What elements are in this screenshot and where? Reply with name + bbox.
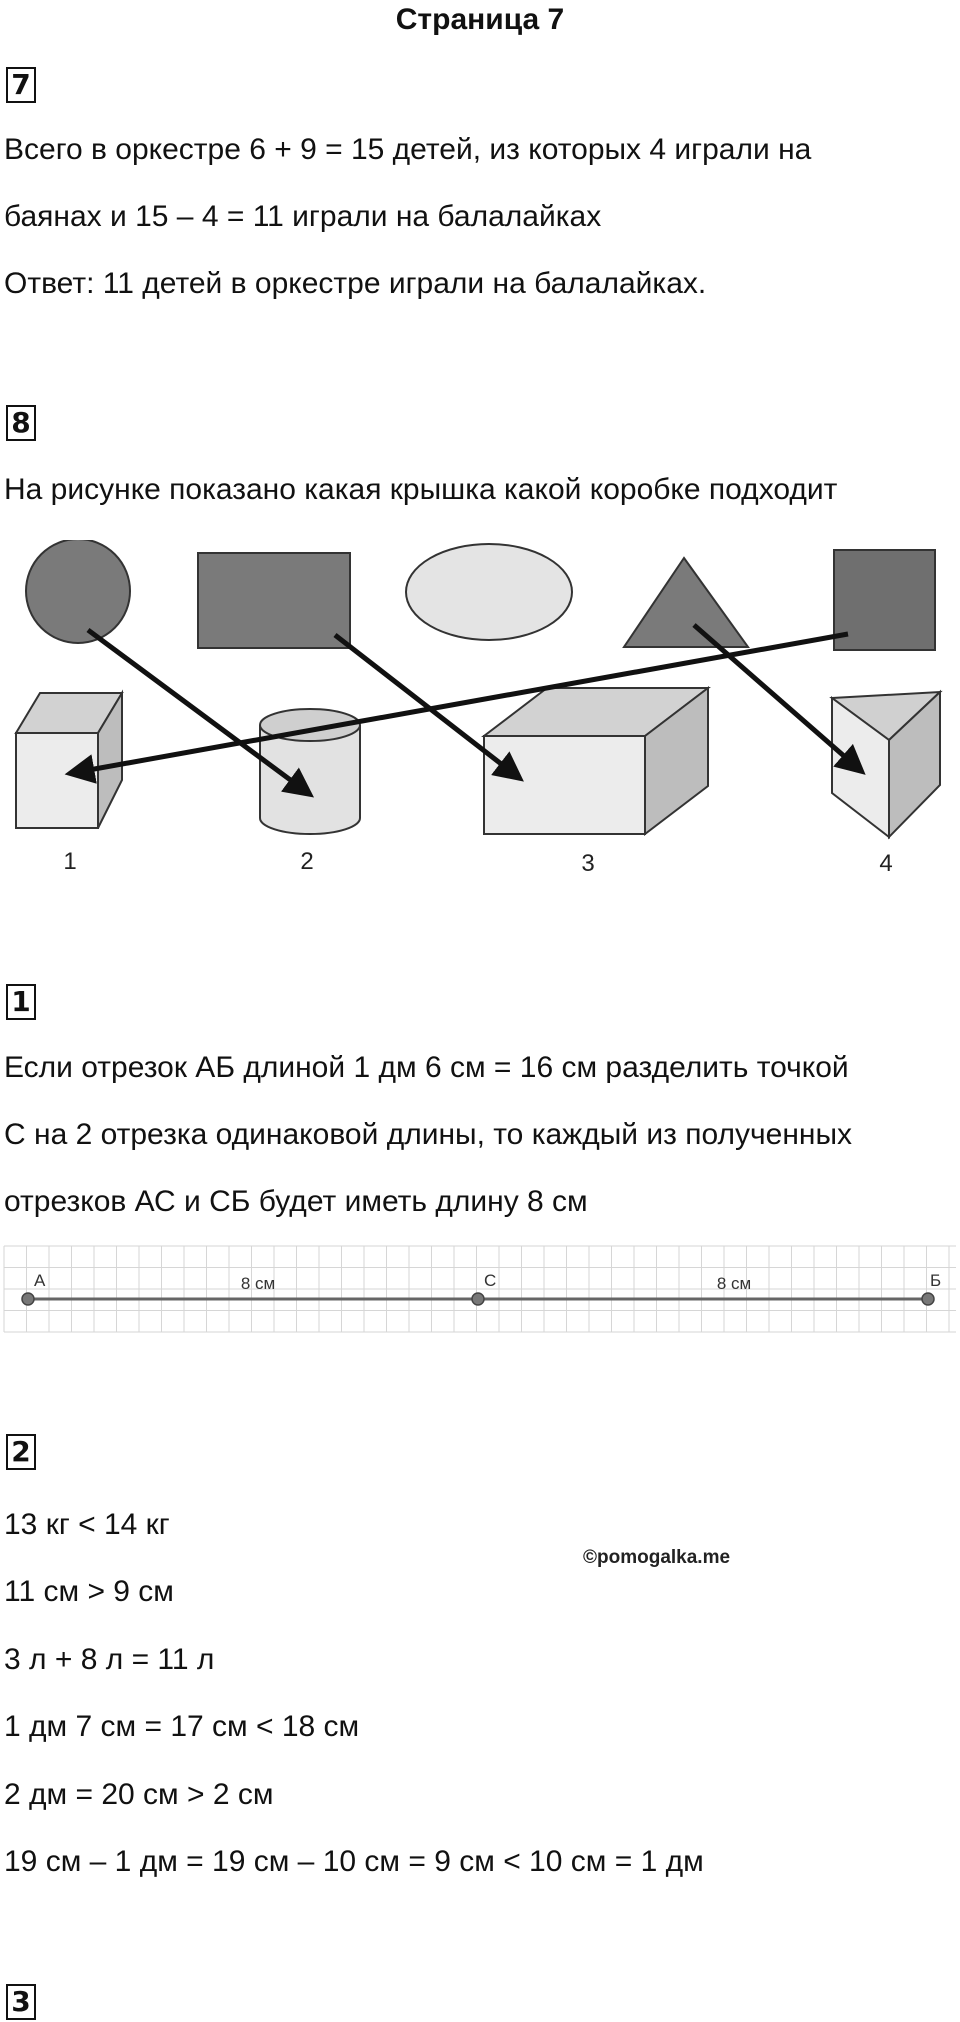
task2-line-4: 1 дм 7 см = 17 см < 18 см bbox=[4, 1710, 360, 1743]
ellipse-lid bbox=[405, 543, 573, 641]
task1-line-3: отрезков АС и СБ будет иметь длину 8 см bbox=[4, 1185, 588, 1218]
point-b-label: Б bbox=[930, 1271, 941, 1290]
task1-line-2: С на 2 отрезка одинаковой длины, то кажд… bbox=[4, 1118, 853, 1151]
task2-line-1: 13 кг < 14 кг bbox=[4, 1508, 170, 1541]
arrow-rectangle-to-box bbox=[333, 633, 524, 782]
task7-line-2: баянах и 15 – 4 = 11 играли на балалайка… bbox=[4, 200, 602, 233]
box-label-1: 1 bbox=[63, 848, 76, 875]
task8-line-1: На рисунке показано какая крышка какой к… bbox=[4, 473, 838, 506]
segment-figure: А С Б 8 см 8 см bbox=[3, 1245, 956, 1333]
circle-lid bbox=[25, 540, 131, 644]
cube-box bbox=[14, 689, 124, 829]
task-number-8: 8 bbox=[6, 405, 36, 441]
task2-line-2: 11 см > 9 см bbox=[4, 1575, 174, 1608]
watermark: ©pomogalka.me bbox=[583, 1547, 731, 1568]
task-number-7: 7 bbox=[6, 67, 36, 103]
lids-and-boxes-figure: 1 2 3 4 bbox=[14, 540, 943, 877]
point-c-label: С bbox=[484, 1271, 496, 1290]
task2-line-5: 2 дм = 20 см > 2 см bbox=[4, 1778, 274, 1811]
page-title: Страница 7 bbox=[395, 3, 565, 36]
segment-ac-length: 8 см bbox=[241, 1274, 275, 1293]
task-number-3: 3 bbox=[6, 1984, 36, 2020]
point-a-label: А bbox=[34, 1271, 46, 1290]
box-label-3: 3 bbox=[581, 850, 594, 877]
rectangle-lid bbox=[197, 552, 351, 649]
segment-cb-length: 8 см bbox=[717, 1274, 751, 1293]
task1-line-1: Если отрезок АБ длиной 1 дм 6 см = 16 см… bbox=[4, 1051, 849, 1084]
point-a bbox=[21, 1292, 35, 1306]
task-number-2: 2 bbox=[6, 1434, 36, 1470]
arrow-square-to-cube bbox=[64, 631, 849, 784]
triangle-lid bbox=[622, 556, 750, 648]
square-lid bbox=[833, 549, 936, 651]
task7-line-1: Всего в оркестре 6 + 9 = 15 детей, из ко… bbox=[4, 133, 812, 166]
box-label-2: 2 bbox=[300, 848, 313, 875]
task-number-1: 1 bbox=[6, 984, 36, 1020]
arrow-triangle-to-prism bbox=[692, 623, 866, 775]
task2-line-6: 19 см – 1 дм = 19 см – 10 см = 9 см < 10… bbox=[4, 1845, 704, 1878]
task7-answer: Ответ: 11 детей в оркестре играли на бал… bbox=[4, 267, 707, 300]
rectangular-box bbox=[481, 685, 711, 837]
triangular-prism-box bbox=[829, 689, 943, 840]
point-c bbox=[471, 1292, 485, 1306]
arrow-circle-to-cylinder bbox=[86, 627, 315, 798]
task2-line-3: 3 л + 8 л = 11 л bbox=[4, 1643, 215, 1676]
box-label-4: 4 bbox=[879, 850, 892, 877]
point-b bbox=[921, 1292, 935, 1306]
